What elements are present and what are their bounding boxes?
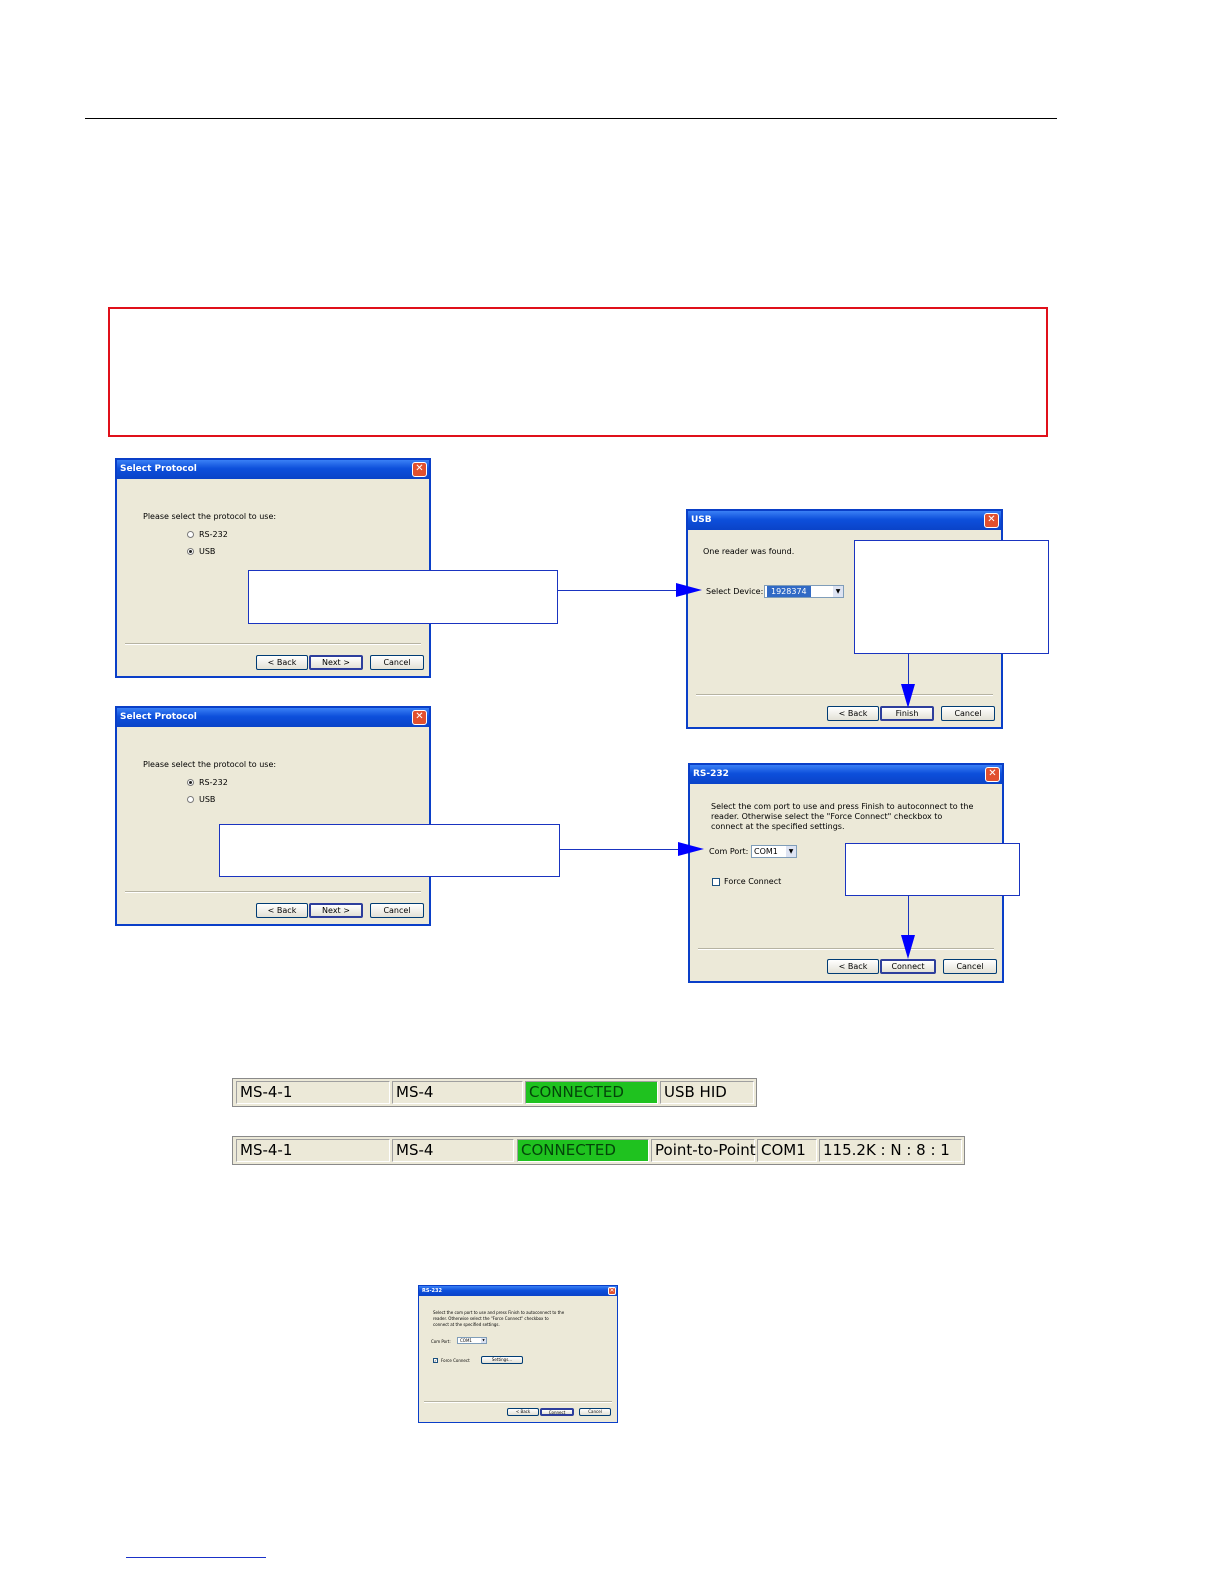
rs232-radio-label: RS-232 (199, 530, 228, 539)
rs232-radio[interactable] (187, 779, 194, 786)
note-box (108, 307, 1048, 437)
com-port-value: COM1 (460, 1338, 472, 1343)
com-port-label: Com Port: (709, 847, 749, 856)
settings-button[interactable]: Settings... (481, 1356, 523, 1364)
reader-found-text: One reader was found. (703, 547, 795, 556)
back-button[interactable]: < Back (256, 903, 308, 918)
com-port-value: COM1 (754, 847, 778, 856)
status-baud-settings: 115.2K : N : 8 : 1 (819, 1139, 962, 1162)
status-protocol: USB HID (660, 1081, 754, 1104)
close-icon[interactable]: ✕ (984, 513, 999, 528)
dialog-separator (424, 1401, 612, 1403)
back-button[interactable]: < Back (827, 706, 879, 721)
usb-radio[interactable] (187, 548, 194, 555)
status-model: MS-4 (392, 1081, 523, 1104)
device-value: 1928374 (767, 586, 811, 597)
usb-radio-label: USB (199, 795, 216, 804)
dialog-title: RS-232 (690, 765, 1002, 784)
arrow-right-icon (678, 842, 704, 856)
protocol-prompt: Please select the protocol to use: (143, 512, 277, 521)
instructions-line-3: connect at the specified settings. (711, 822, 845, 831)
back-button[interactable]: < Back (827, 959, 879, 974)
dialog-separator (125, 891, 421, 893)
connector-line (908, 654, 909, 686)
instructions-line-2: reader. Otherwise select the "Force Conn… (711, 812, 943, 821)
status-protocol: Point-to-Point (651, 1139, 756, 1162)
dialog-title: RS-232 (419, 1286, 617, 1296)
cancel-button[interactable]: Cancel (579, 1408, 611, 1416)
close-icon[interactable]: ✕ (412, 710, 427, 725)
instructions-line-3: connect at the specified settings. (433, 1322, 500, 1327)
dialog-title: Select Protocol (117, 460, 429, 479)
close-icon[interactable]: ✕ (608, 1287, 616, 1295)
callout-box-connect (845, 843, 1020, 896)
dialog-separator (696, 694, 993, 696)
arrow-down-icon (901, 684, 915, 708)
connector-line (560, 849, 682, 850)
connect-button[interactable]: Connect (880, 959, 936, 974)
status-bar-usb: MS-4-1 MS-4 CONNECTED USB HID (232, 1078, 757, 1107)
select-protocol-rs232-dialog: Select Protocol ✕ Please select the prot… (115, 706, 431, 926)
instructions-line-2: reader. Otherwise select the "Force Conn… (433, 1316, 549, 1321)
status-connected-badge: CONNECTED (517, 1139, 649, 1162)
force-connect-label: Force Connect (724, 877, 782, 886)
callout-box-finish (854, 540, 1049, 654)
force-connect-checkbox[interactable] (712, 878, 720, 886)
cancel-button[interactable]: Cancel (370, 903, 424, 918)
dialog-separator (125, 643, 421, 645)
rs232-force-connect-dialog: RS-232 ✕ Select the com port to use and … (418, 1285, 618, 1423)
status-reader-name: MS-4-1 (236, 1081, 390, 1104)
finish-button[interactable]: Finish (880, 706, 934, 721)
rs232-radio[interactable] (187, 531, 194, 538)
force-connect-checkbox[interactable]: ✓ (433, 1358, 438, 1363)
chevron-down-icon[interactable]: ▼ (833, 586, 843, 597)
dialog-title: USB (688, 511, 1001, 530)
select-device-label: Select Device: (706, 587, 764, 596)
connector-line (908, 896, 909, 936)
status-bar-rs232: MS-4-1 MS-4 CONNECTED Point-to-Point COM… (232, 1136, 965, 1165)
select-protocol-usb-dialog: Select Protocol ✕ Please select the prot… (115, 458, 431, 678)
status-connected-badge: CONNECTED (525, 1081, 658, 1104)
status-model: MS-4 (392, 1139, 514, 1162)
com-port-label: Com Port: (431, 1339, 451, 1344)
arrow-right-icon (676, 583, 702, 597)
cancel-button[interactable]: Cancel (941, 706, 995, 721)
rs232-radio-label: RS-232 (199, 778, 228, 787)
chevron-down-icon[interactable]: ▼ (786, 846, 796, 857)
back-button[interactable]: < Back (256, 655, 308, 670)
close-icon[interactable]: ✕ (412, 462, 427, 477)
device-select[interactable]: 1928374 ▼ (764, 585, 844, 598)
dialog-separator (698, 948, 994, 950)
next-button[interactable]: Next > (309, 655, 363, 670)
com-port-select[interactable]: COM1 ▼ (751, 845, 797, 858)
back-button[interactable]: < Back (507, 1408, 539, 1416)
next-button[interactable]: Next > (309, 903, 363, 918)
cancel-button[interactable]: Cancel (943, 959, 997, 974)
callout-box-rs232 (219, 824, 560, 877)
close-icon[interactable]: ✕ (985, 767, 1000, 782)
instructions-line-1: Select the com port to use and press Fin… (433, 1310, 565, 1315)
arrow-down-icon (901, 935, 915, 959)
chevron-down-icon[interactable]: ▼ (481, 1338, 486, 1343)
connect-button[interactable]: Connect (540, 1408, 574, 1416)
cancel-button[interactable]: Cancel (370, 655, 424, 670)
com-port-select[interactable]: COM1 ▼ (457, 1337, 487, 1344)
footer-link-underline[interactable] (126, 1557, 266, 1558)
status-com-port: COM1 (757, 1139, 817, 1162)
callout-box-usb (248, 570, 558, 624)
connector-line (558, 590, 680, 591)
usb-radio[interactable] (187, 796, 194, 803)
header-rule (85, 118, 1057, 119)
instructions-line-1: Select the com port to use and press Fin… (711, 802, 974, 811)
usb-radio-label: USB (199, 547, 216, 556)
force-connect-label: Force Connect (441, 1358, 470, 1363)
protocol-prompt: Please select the protocol to use: (143, 760, 277, 769)
dialog-title: Select Protocol (117, 708, 429, 727)
status-reader-name: MS-4-1 (236, 1139, 390, 1162)
